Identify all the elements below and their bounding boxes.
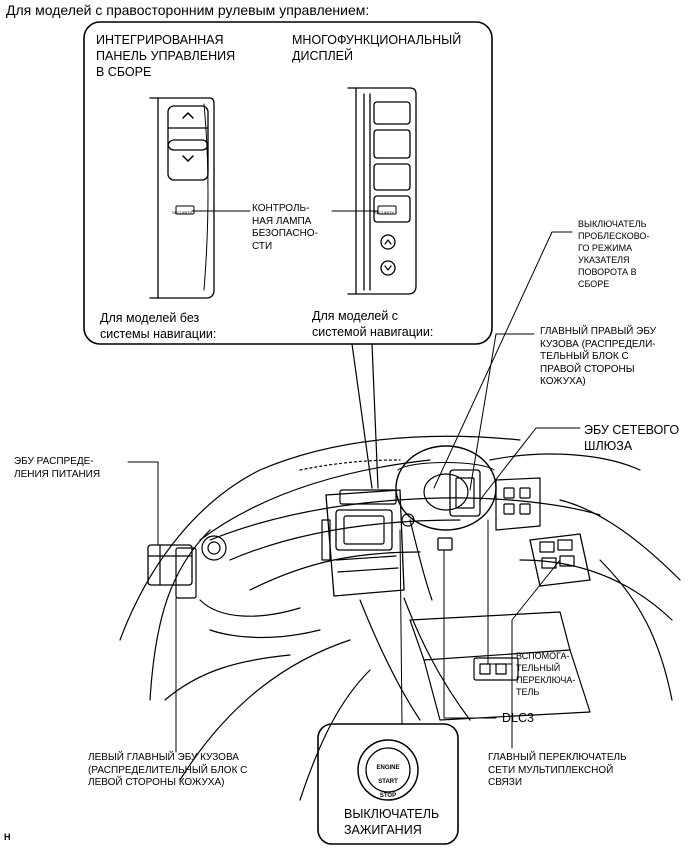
multi-display-label: МНОГОФУНКЦИОНАЛЬНЫЙ ДИСПЛЕЙ bbox=[292, 33, 462, 63]
with-nav-caption: Для моделей с системой навигации: bbox=[312, 309, 434, 339]
aux-switch-label: ВСПОМОГА- ТЕЛЬНЫЙ ПЕРЕКЛЮЧА- ТЕЛЬ bbox=[516, 651, 576, 697]
page-header: Для моделей с правосторонним рулевым упр… bbox=[6, 2, 370, 18]
footer-mark: H bbox=[4, 832, 11, 842]
ignition-callout-frame bbox=[317, 723, 459, 845]
callout-frame bbox=[83, 21, 493, 345]
callout-pointer-right bbox=[371, 343, 379, 489]
multi-display-drawing bbox=[347, 87, 417, 295]
ignition-button-line1: ENGINE bbox=[376, 765, 400, 771]
turn-signal-switch-label: ВЫКЛЮЧАТЕЛЬ ПРОБЛЕСКОВО- ГО РЕЖИМА УКАЗА… bbox=[578, 219, 650, 289]
ignition-button-line3: STOP bbox=[379, 793, 397, 799]
security-lamp-label: КОНТРОЛЬ- НАЯ ЛАМПА БЕЗОПАСНО- СТИ bbox=[252, 203, 318, 252]
integrated-panel-label: ИНТЕГРИРОВАННАЯ ПАНЕЛЬ УПРАВЛЕНИЯ В СБОР… bbox=[96, 33, 236, 79]
ignition-button-text: ENGINE START STOP bbox=[372, 758, 404, 807]
security-text-right: SECURITY bbox=[374, 210, 395, 215]
no-nav-caption: Для моделей без системы навигации: bbox=[100, 311, 217, 341]
gateway-ecu-label: ЭБУ СЕТЕВОГО ШЛЮЗА bbox=[584, 423, 680, 453]
ignition-button-line2: START bbox=[378, 779, 398, 785]
right-body-ecu-label: ГЛАВНЫЙ ПРАВЫЙ ЭБУ КУЗОВА (РАСПРЕДЕЛИ- Т… bbox=[540, 326, 657, 387]
security-text-left: SECURITY bbox=[172, 210, 193, 215]
car-interior-drawing bbox=[119, 435, 681, 801]
dlc3-label: DLC3 bbox=[502, 711, 534, 725]
ignition-button-outer bbox=[357, 739, 419, 801]
multiplex-switch-label: ГЛАВНЫЙ ПЕРЕКЛЮЧАТЕЛЬ СЕТИ МУЛЬТИПЛЕКСНО… bbox=[488, 752, 627, 788]
left-body-ecu-label: ЛЕВЫЙ ГЛАВНЫЙ ЭБУ КУЗОВА (РАСПРЕДЕЛИТЕЛЬ… bbox=[88, 752, 248, 788]
ignition-button-inner bbox=[365, 747, 411, 793]
integrated-panel-drawing bbox=[149, 97, 215, 299]
ignition-switch-label: ВЫКЛЮЧАТЕЛЬ ЗАЖИГАНИЯ bbox=[344, 807, 440, 837]
leader-lines bbox=[127, 231, 581, 753]
callout-pointer-left bbox=[351, 343, 373, 489]
power-dist-ecu-label: ЭБУ РАСПРЕДЕ- ЛЕНИЯ ПИТАНИЯ bbox=[14, 456, 101, 480]
